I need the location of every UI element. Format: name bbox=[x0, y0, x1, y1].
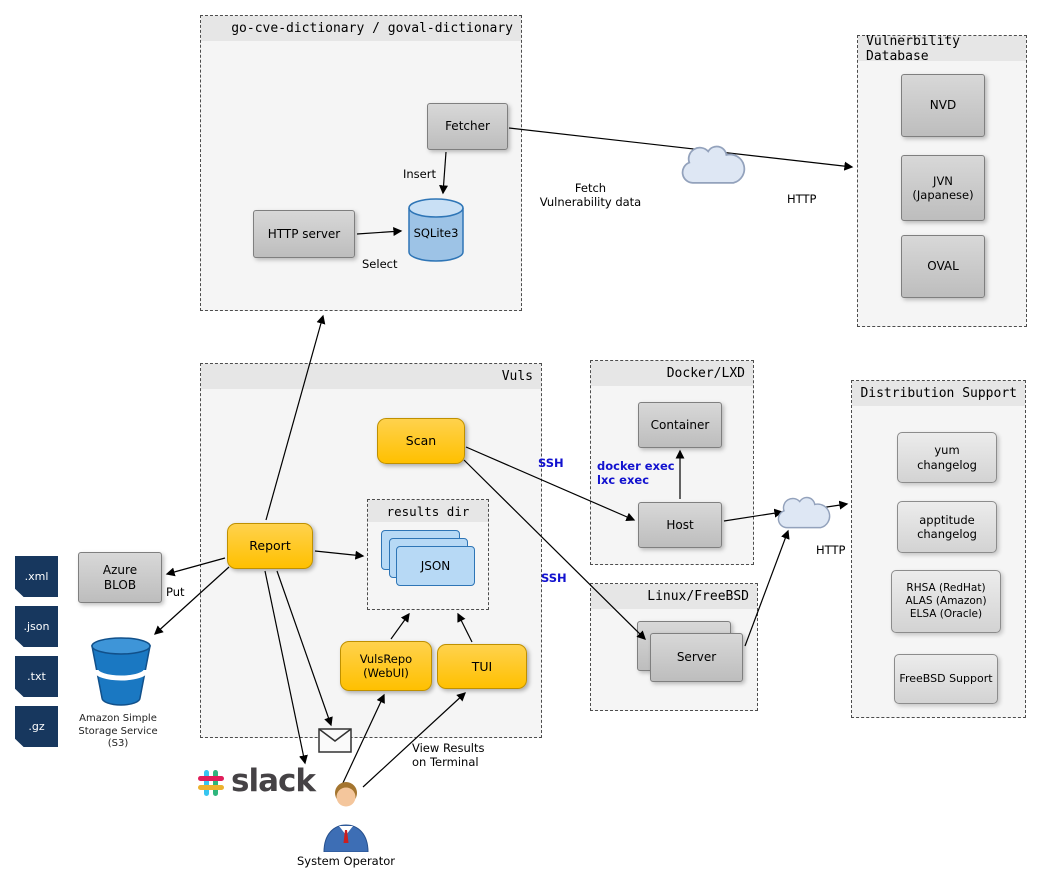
fetch-vulnerability-label: Fetch Vulnerability data bbox=[539, 181, 642, 210]
group-go-cve-dictionary: go-cve-dictionary / goval-dictionary bbox=[200, 15, 522, 311]
sqlite-label: SQLite3 bbox=[414, 226, 459, 240]
http-label-bottom: HTTP bbox=[816, 543, 846, 557]
file-gz-icon: .gz bbox=[15, 706, 58, 747]
node-fetcher: Fetcher bbox=[427, 103, 508, 150]
file-json-icon: .json bbox=[15, 606, 58, 647]
node-freebsd-support: FreeBSD Support bbox=[894, 654, 998, 704]
select-label: Select bbox=[362, 257, 398, 271]
node-nvd: NVD bbox=[901, 74, 985, 137]
node-rhsa-alas-elsa: RHSA (RedHat) ALAS (Amazon) ELSA (Oracle… bbox=[891, 570, 1001, 633]
node-container: Container bbox=[638, 402, 722, 448]
json-doc-front: JSON bbox=[396, 546, 475, 586]
node-http-server: HTTP server bbox=[253, 210, 355, 258]
node-scan: Scan bbox=[377, 418, 465, 464]
s3-bucket-icon bbox=[91, 637, 151, 706]
system-operator-label: System Operator bbox=[296, 854, 395, 868]
group-title-go-cve-dictionary: go-cve-dictionary / goval-dictionary bbox=[201, 16, 521, 41]
node-oval: OVAL bbox=[901, 235, 985, 298]
http-label-top: HTTP bbox=[787, 192, 817, 206]
group-title-vuls: Vuls bbox=[201, 364, 541, 389]
sqlite-database-icon: SQLite3 bbox=[408, 198, 464, 262]
slack-wordmark: slack bbox=[231, 763, 316, 799]
node-report: Report bbox=[227, 523, 313, 569]
file-xml-icon: .xml bbox=[15, 556, 58, 597]
internet-cloud-icon bbox=[681, 145, 746, 184]
view-results-label: View Results on Terminal bbox=[412, 741, 485, 770]
ssh-label-docker: SSH bbox=[538, 456, 564, 470]
node-tui: TUI bbox=[437, 644, 527, 689]
insert-label: Insert bbox=[403, 167, 436, 181]
mail-envelope-icon bbox=[318, 728, 352, 753]
node-yum-changelog: yum changelog bbox=[897, 432, 997, 483]
s3-label: Amazon Simple Storage Service (S3) bbox=[78, 713, 158, 749]
group-title-results-dir: results dir bbox=[368, 500, 488, 522]
put-label: Put bbox=[166, 585, 185, 599]
internet-cloud-icon-2 bbox=[777, 496, 831, 529]
slack-hash-icon bbox=[198, 770, 224, 796]
group-title-vulnerability-database: Vulnerbility Database bbox=[858, 34, 1026, 64]
node-host: Host bbox=[638, 502, 722, 548]
node-jvn: JVN (Japanese) bbox=[901, 155, 985, 221]
group-title-linux-freebsd: Linux/FreeBSD bbox=[591, 584, 757, 609]
node-server: Server bbox=[650, 633, 743, 682]
file-txt-icon: .txt bbox=[15, 656, 58, 697]
group-title-distribution-support: Distribution Support bbox=[852, 381, 1025, 406]
node-apptitude-changelog: apptitude changelog bbox=[897, 501, 997, 553]
node-vulsrepo: VulsRepo (WebUI) bbox=[340, 641, 432, 691]
ssh-label-linux: SSH bbox=[541, 571, 567, 585]
node-azure-blob: Azure BLOB bbox=[78, 552, 162, 603]
docker-exec-label: docker exec lxc exec bbox=[597, 459, 675, 488]
system-operator-icon bbox=[323, 782, 369, 852]
group-title-docker-lxd: Docker/LXD bbox=[591, 361, 753, 386]
